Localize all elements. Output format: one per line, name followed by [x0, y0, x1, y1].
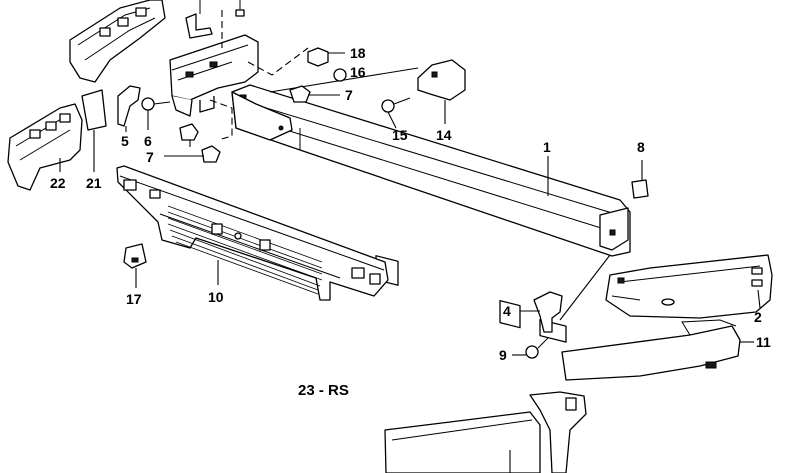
- callout-10: 10: [208, 289, 224, 305]
- callout-7-lower: 7: [146, 149, 154, 165]
- callout-4: 4: [503, 303, 511, 319]
- callout-1: 1: [543, 139, 551, 155]
- clip-17: [123, 243, 147, 288]
- callout-14: 14: [436, 127, 452, 143]
- bolt-6: [141, 97, 171, 130]
- callout-labels: 1 2 4 5 6 7 7 8 9 10 11 14 15 16 17 18 2…: [50, 45, 771, 399]
- clip-8: [631, 160, 649, 199]
- left-bumper-cap-22: [7, 103, 83, 191]
- bracket-14: [417, 59, 466, 124]
- screw-9: [512, 337, 549, 359]
- assembly-line-c: [209, 99, 233, 141]
- cover-21: [81, 89, 107, 172]
- upper-left-bumper-cap: [69, 0, 166, 83]
- grille-slats: [167, 205, 323, 295]
- trim-strip-11: [561, 319, 754, 381]
- diagram-code: 23 - RS: [298, 382, 349, 399]
- callout-2: 2: [754, 309, 762, 325]
- grille-10: [116, 165, 389, 301]
- callout-8: 8: [637, 139, 645, 155]
- callout-9: 9: [499, 347, 507, 363]
- bolt-15: [381, 97, 411, 129]
- top-screw: [235, 0, 245, 17]
- lower-front-strip: [384, 411, 541, 473]
- callout-11: 11: [756, 334, 771, 350]
- clip-18: [307, 47, 345, 67]
- bracket-5: [117, 85, 141, 132]
- nut-16: [333, 68, 347, 82]
- main-bumper-beam: [231, 84, 631, 343]
- left-mounting-bracket: [169, 34, 259, 117]
- right-bumper-corner-2: [605, 254, 773, 319]
- top-small-bracket: [185, 0, 213, 39]
- callout-6: 6: [144, 133, 152, 149]
- assembly-line-b: [247, 47, 309, 76]
- bracket-4: [520, 291, 563, 333]
- callout-5: 5: [121, 133, 129, 149]
- clip-7-upper: [289, 85, 340, 103]
- callout-21: 21: [86, 175, 102, 191]
- lower-corner-piece: [529, 391, 587, 473]
- callout-22: 22: [50, 175, 66, 191]
- leader-beam-to-8: [559, 254, 611, 321]
- callout-18: 18: [350, 45, 366, 61]
- callout-17: 17: [126, 291, 142, 307]
- callout-16: 16: [350, 64, 366, 80]
- beam-left-end-bracket: [231, 91, 293, 141]
- clip-7-lower: [164, 123, 221, 163]
- callout-15: 15: [392, 127, 408, 143]
- callout-7-upper: 7: [345, 87, 353, 103]
